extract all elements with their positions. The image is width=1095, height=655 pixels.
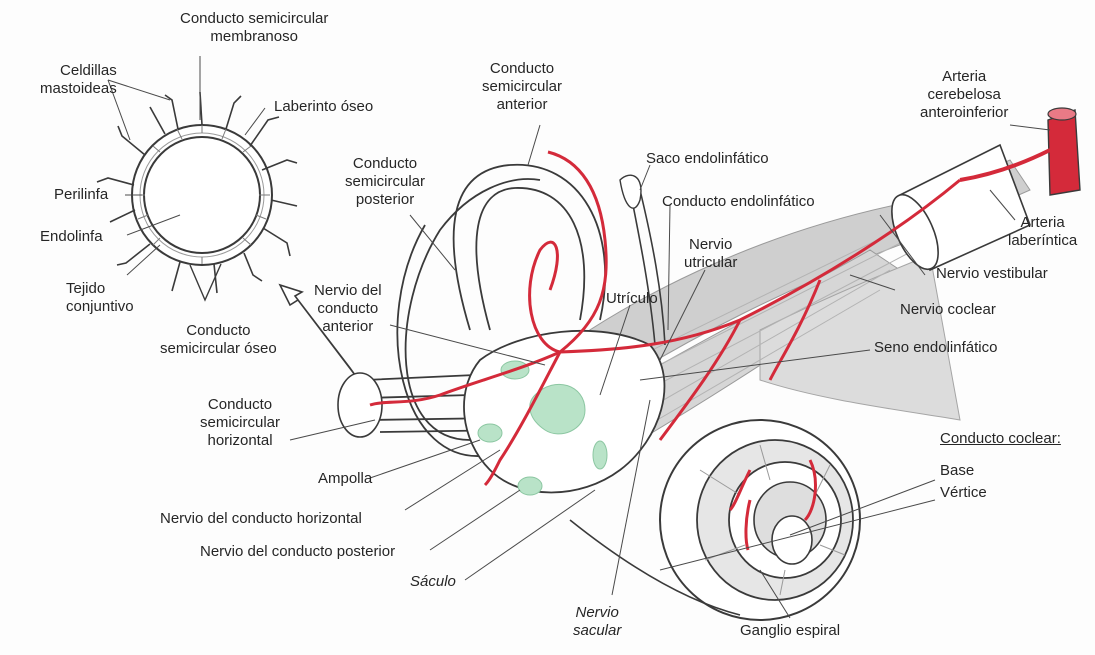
label-nervio-vestibular: Nervio vestibular [936,265,1048,283]
label-ampolla: Ampolla [318,470,372,488]
label-nervio-utricular: Nervio utricular [684,236,737,272]
label-vertice: Vértice [940,484,987,502]
label-utriculo: Utrículo [606,290,658,308]
label-perilinfa: Perilinfa [54,186,108,204]
internal-auditory-canal [882,145,1030,276]
label-conducto-endolinfatico: Conducto endolinfático [662,193,815,211]
label-nervio-conducto-posterior: Nervio del conducto posterior [200,543,395,561]
label-conducto-semicircular-posterior: Conducto semicircular posterior [345,155,425,209]
label-laberinto-oseo: Laberinto óseo [274,98,373,116]
label-conducto-semicircular-membranoso: Conducto semicircular membranoso [180,10,328,46]
label-conducto-semicircular-horizontal: Conducto semicircular horizontal [200,396,280,450]
label-nervio-conducto-anterior: Nervio del conducto anterior [314,282,382,336]
label-saco-endolinfatico: Saco endolinfático [646,150,769,168]
label-conducto-coclear: Conducto coclear: [940,430,1061,448]
label-seno-endolinfatico: Seno endolinfático [874,339,997,357]
label-celdillas-mastoideas: Celdillas mastoideas [40,62,117,98]
label-arteria-laberintica: Arteria laberíntica [1008,214,1077,250]
label-conducto-semicircular-oseo: Conducto semicircular óseo [160,322,277,358]
label-nervio-conducto-horizontal: Nervio del conducto horizontal [160,510,362,528]
label-base: Base [940,462,974,480]
label-conducto-semicircular-anterior: Conducto semicircular anterior [482,60,562,114]
label-nervio-coclear: Nervio coclear [900,301,996,319]
endolymphatic-sac [620,175,641,208]
label-endolinfa: Endolinfa [40,228,103,246]
label-arteria-cerebelosa-anteroinferior: Arteria cerebelosa anteroinferior [920,68,1008,122]
label-saculo: Sáculo [410,573,456,591]
label-nervio-sacular: Nervio sacular [573,604,621,640]
label-ganglio-espiral: Ganglio espiral [740,622,840,640]
cross-section-semicircular-canal [97,92,297,300]
label-tejido-conjuntivo: Tejido conjuntivo [66,280,134,316]
